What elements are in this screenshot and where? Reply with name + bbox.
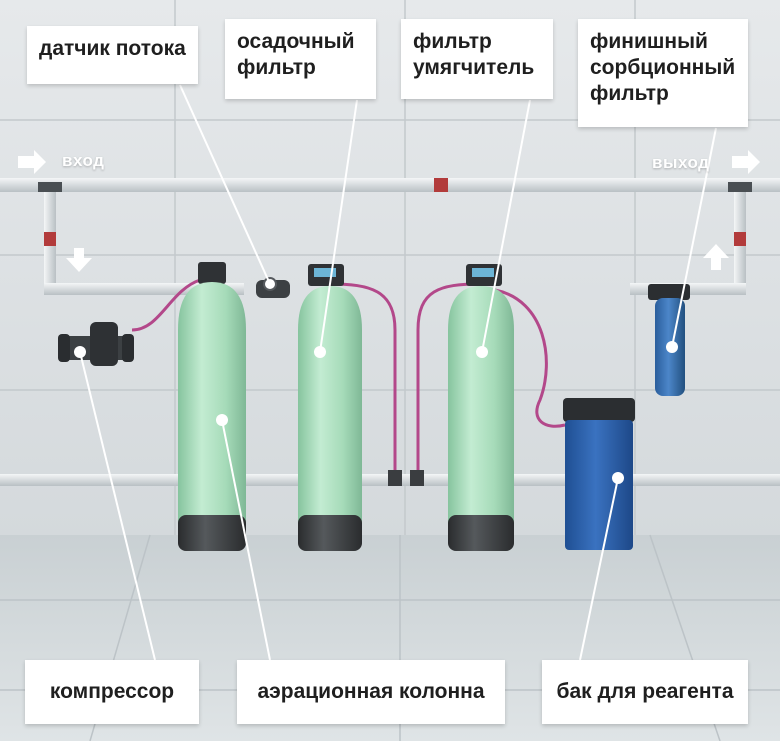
outlet-text: выход <box>652 153 710 172</box>
outlet-arrow-icon <box>732 150 760 174</box>
leader-dots <box>74 279 678 484</box>
inlet-valve-icon <box>38 182 62 192</box>
down-arrow-icon <box>66 248 92 272</box>
label-reagent-tank: бак для реагента <box>542 660 748 724</box>
sediment-filter <box>298 264 362 551</box>
reagent-tank <box>563 398 635 550</box>
inlet-text: вход <box>62 151 105 170</box>
up-arrow-icon <box>703 244 729 270</box>
leader-lines <box>79 84 717 661</box>
label-sediment-filter: осадочный фильтр <box>225 19 376 99</box>
main-pipe <box>0 178 780 192</box>
label-aeration-column: аэрационная колонна <box>237 660 505 724</box>
label-compressor: компрессор <box>25 660 199 724</box>
softener-filter <box>448 264 514 551</box>
label-flow-sensor: датчик потока <box>27 26 198 84</box>
label-softener-filter: фильтр умягчитель <box>401 19 553 99</box>
aeration-column <box>178 262 246 551</box>
inlet-arrow-icon <box>18 150 46 174</box>
flow-arrows <box>18 150 760 272</box>
bypass-valve-icon <box>434 178 448 192</box>
label-sorption-filter: финишный сорбционный фильтр <box>578 19 748 127</box>
outlet-valve-icon <box>728 182 752 192</box>
